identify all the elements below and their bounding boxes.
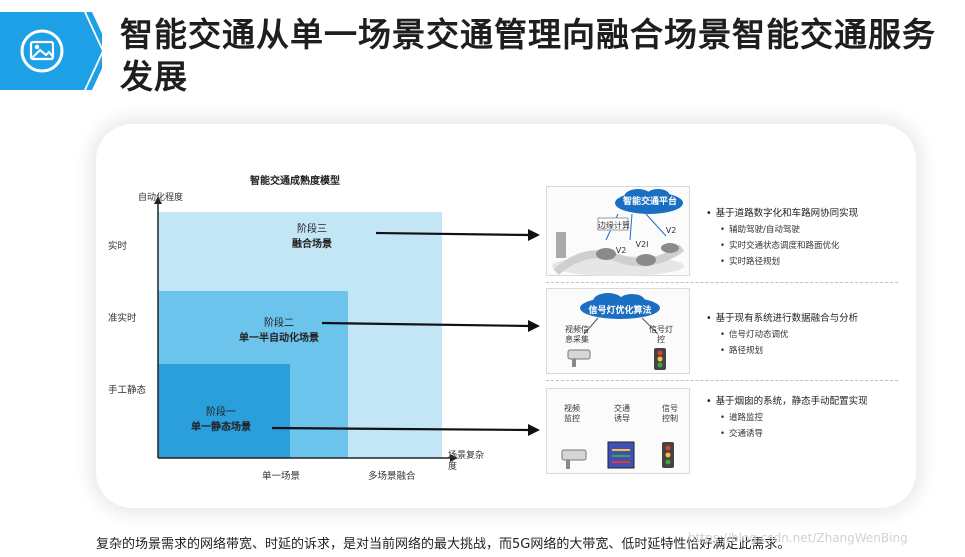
traffic-light-icon [662,442,674,468]
tag-edge: 边缘计算 [596,221,632,231]
watermark: https://blog.csdn.net/ZhangWenBing [688,531,908,545]
divider [546,282,898,283]
bullets-platform: 基于道路数字化和车路网协同实现 辅助驾驶/自动驾驶 实时交通状态调度和路面优化 … [706,206,886,270]
bullets-signal: 基于现有系统进行数据融合与分析 信号灯动态调优 路径规划 [706,311,891,359]
caption: 复杂的场景需求的网络带宽、时延的诉求，是对当前网络的最大挑战，而5G网络的大带宽… [96,533,790,552]
guidance-board-icon [608,442,634,468]
item-signal-control: 信号灯控 [648,325,674,345]
camera-icon [562,450,586,469]
bullet-sub: 道路监控 [706,410,888,426]
arrow-stage-1 [272,424,540,436]
arrow-stage-3 [376,229,540,241]
bullet-main: 基于烟囱的系统，静态手动配置实现 [706,394,888,410]
item-video-monitor: 视频监控 [562,404,582,424]
tag-v2i: V2I [634,240,650,250]
arrow-stage-2 [322,320,540,332]
bullet-sub: 辅助驾驶/自动驾驶 [706,222,886,238]
bullet-sub: 实时交通状态调度和路面优化 [706,238,886,254]
cloud-label-algorithm: 信号灯优化算法 [580,303,660,316]
bullet-main: 基于现有系统进行数据融合与分析 [706,311,891,327]
item-video-collect: 视频信息采集 [562,325,592,345]
bullets-silo: 基于烟囱的系统，静态手动配置实现 道路监控 交通诱导 [706,394,888,442]
bullet-sub: 交通诱导 [706,426,888,442]
divider [546,380,898,381]
tag-v2-b: V2 [664,226,678,236]
item-signal-ctrl: 信号控制 [660,404,680,424]
item-traffic-guide: 交通诱导 [612,404,632,424]
silo-illustration [546,388,690,474]
bullet-main: 基于道路数字化和车路网协同实现 [706,206,886,222]
cloud-label-platform: 智能交通平台 [618,194,682,207]
tag-v2-a: V2 [614,246,628,256]
camera-icon [568,350,590,367]
bullet-sub: 实时路径规划 [706,254,886,270]
traffic-light-icon [654,348,666,370]
bullet-sub: 信号灯动态调优 [706,327,891,343]
bullet-sub: 路径规划 [706,343,891,359]
